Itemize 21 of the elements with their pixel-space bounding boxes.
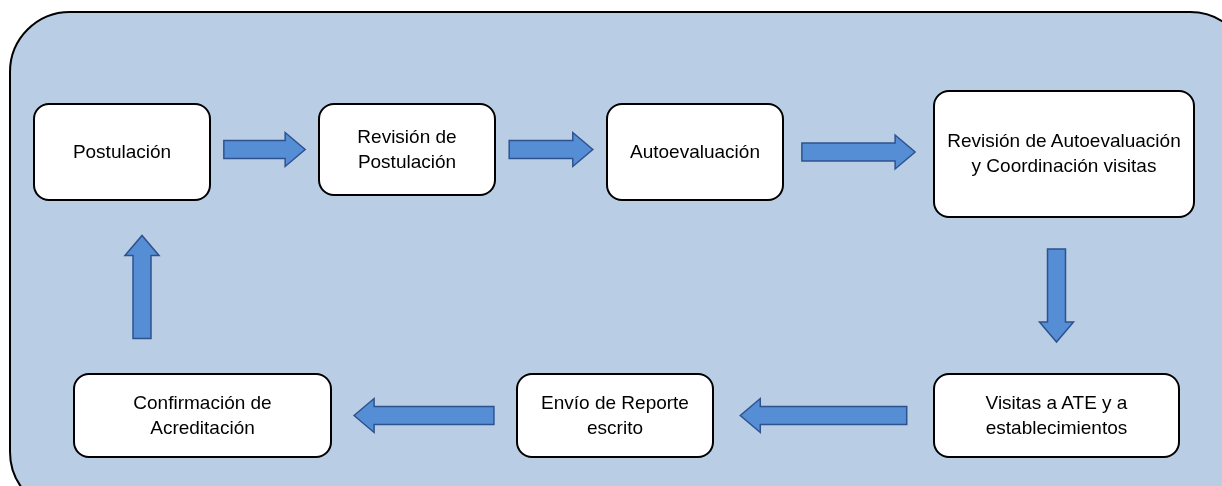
step-label: Confirmación de Acreditación xyxy=(132,390,273,440)
step-label: Revisión de Postulación xyxy=(356,124,458,174)
block-arrow xyxy=(223,130,307,169)
block-arrow xyxy=(508,130,594,169)
process-box xyxy=(516,373,714,458)
process-box xyxy=(933,373,1180,458)
process-box xyxy=(318,103,496,196)
step-label: Visitas a ATE y a establecimientos xyxy=(984,390,1129,440)
block-arrow xyxy=(1037,248,1076,344)
step-label: Envío de Reporte escrito xyxy=(540,390,690,440)
process-box xyxy=(933,90,1195,218)
process-box xyxy=(33,103,211,201)
process-box xyxy=(73,373,332,458)
block-arrow xyxy=(352,396,495,435)
block-arrow xyxy=(801,133,917,171)
process-box xyxy=(606,103,784,201)
step-label: Revisión de Autoevaluación y Coordinación visitas xyxy=(946,129,1182,178)
step-label: Postulación xyxy=(72,139,172,164)
block-arrow xyxy=(123,234,161,340)
block-arrow xyxy=(739,396,908,435)
step-label: Autoevaluación xyxy=(630,139,760,164)
